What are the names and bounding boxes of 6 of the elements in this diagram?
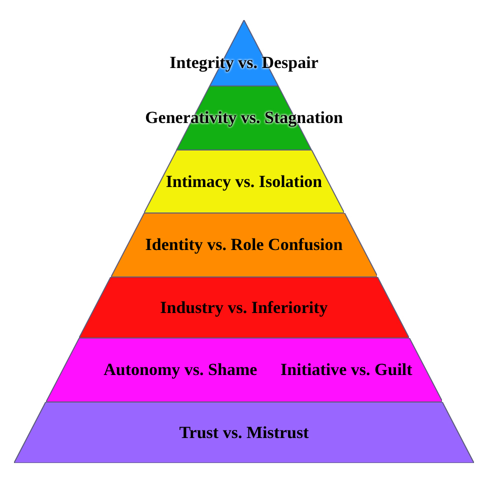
stage-label: Initiative vs. Guilt: [280, 359, 412, 382]
stage-label: Identity vs. Role Confusion: [145, 234, 343, 256]
stage-label: Autonomy vs. Shame: [104, 359, 258, 382]
stage-label: Industry vs. Inferiority: [160, 296, 328, 319]
stage-label: Intimacy vs. Isolation: [166, 170, 322, 193]
stage-label: Trust vs. Mistrust: [179, 422, 309, 444]
